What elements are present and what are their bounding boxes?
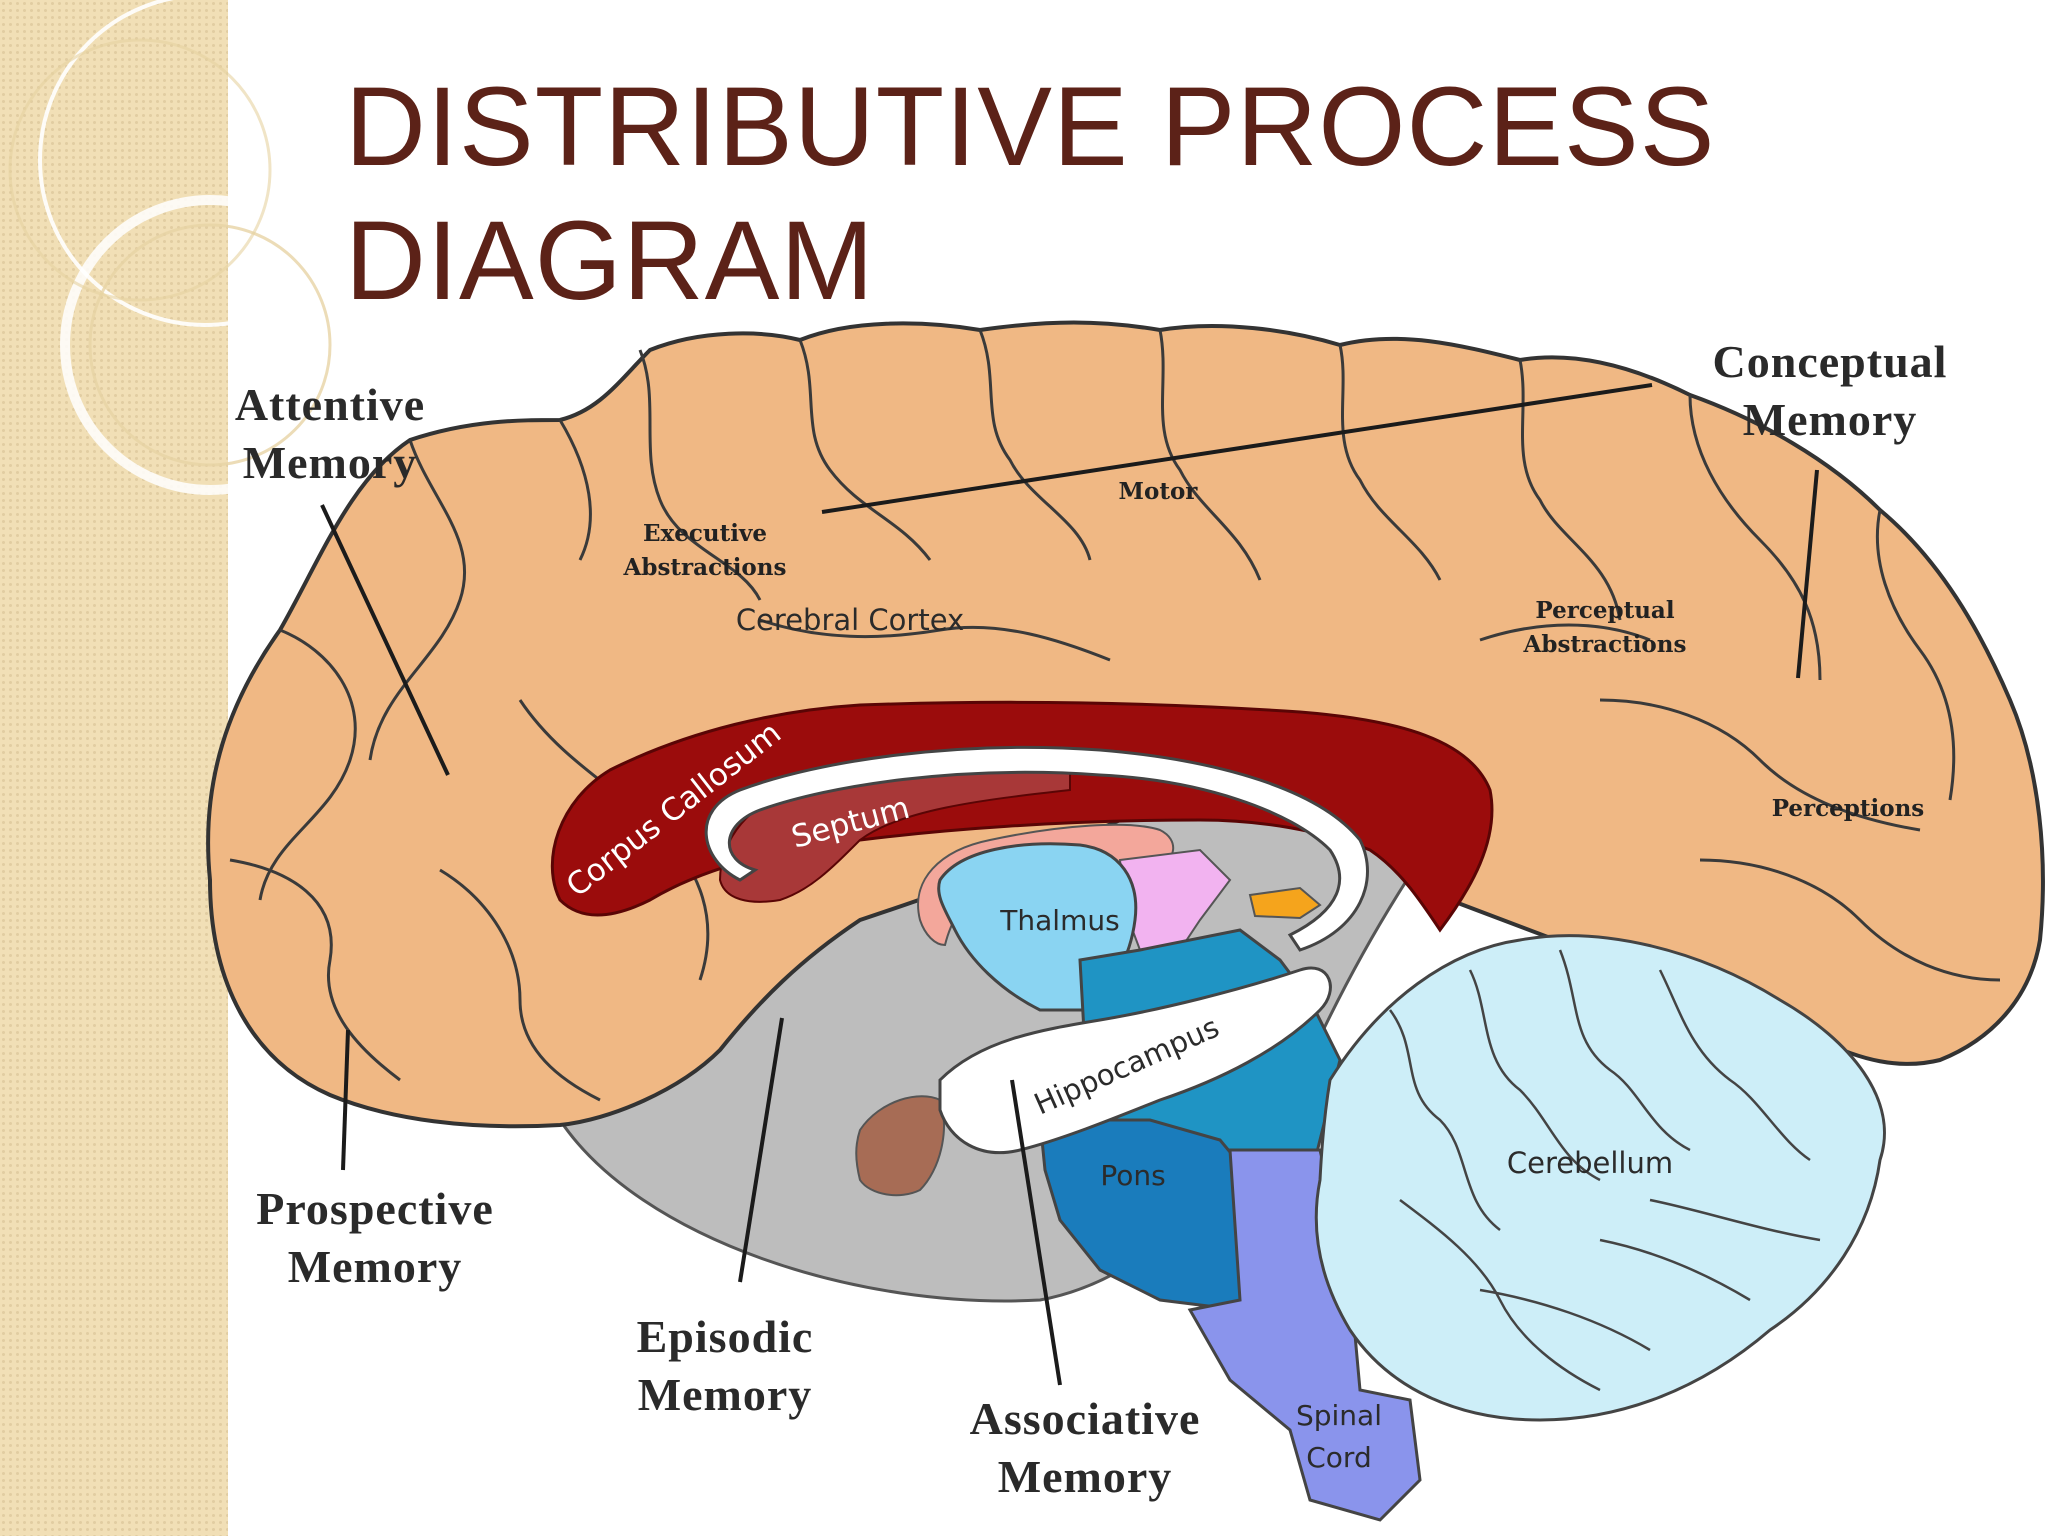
gyri-lines bbox=[229, 329, 2001, 1102]
cerebellum bbox=[1314, 934, 1886, 1422]
slide-title-line-1: DISTRIBUTIVE PROCESS bbox=[345, 64, 1716, 189]
annotation-attentive-memory: Attentive Memory bbox=[160, 376, 500, 492]
label-perceptual-abstractions-1: Perceptual bbox=[1535, 597, 1674, 624]
leader-attentive bbox=[320, 504, 450, 776]
annotation-episodic-line-1: Episodic bbox=[636, 1311, 814, 1362]
label-motor: Motor bbox=[1119, 478, 1199, 505]
slide-title: DISTRIBUTIVE PROCESS DIAGRAM bbox=[345, 60, 1715, 328]
amygdala-structure bbox=[855, 1095, 945, 1197]
annotation-associative-memory: Associative Memory bbox=[900, 1390, 1270, 1506]
annotation-episodic-memory: Episodic Memory bbox=[560, 1308, 890, 1424]
annotation-prospective-line-1: Prospective bbox=[256, 1183, 494, 1234]
cerebellum-folia bbox=[1388, 949, 1821, 1392]
pineal-structure bbox=[1248, 886, 1322, 920]
annotation-conceptual-line-1: Conceptual bbox=[1712, 336, 1948, 387]
leader-conceptual bbox=[821, 383, 1653, 514]
annotation-prospective-memory: Prospective Memory bbox=[185, 1180, 565, 1296]
leader-conceptual-right bbox=[1796, 469, 1819, 679]
annotation-associative-line-1: Associative bbox=[969, 1393, 1201, 1444]
label-cerebellum: Cerebellum bbox=[1507, 1146, 1673, 1180]
leader-episodic bbox=[738, 1017, 784, 1283]
fornix-arc bbox=[704, 745, 1369, 952]
annotation-prospective-line-2: Memory bbox=[287, 1241, 463, 1292]
leader-associative bbox=[1010, 1079, 1062, 1386]
annotation-associative-line-2: Memory bbox=[997, 1451, 1173, 1502]
label-spinal-cord-1: Spinal bbox=[1296, 1399, 1382, 1432]
annotation-attentive-line-1: Attentive bbox=[234, 379, 426, 430]
annotation-attentive-line-2: Memory bbox=[242, 437, 418, 488]
label-thalmus: Thalmus bbox=[999, 904, 1119, 937]
label-perceptual-abstractions-2: Abstractions bbox=[1523, 631, 1687, 658]
annotation-episodic-line-2: Memory bbox=[637, 1369, 813, 1420]
hippocampus bbox=[938, 966, 1332, 1155]
leader-prospective bbox=[341, 1029, 350, 1171]
annotation-conceptual-memory: Conceptual Memory bbox=[1640, 333, 2020, 449]
label-executive-abstractions-1: Executive bbox=[643, 520, 767, 547]
decorative-rings bbox=[8, 0, 372, 495]
label-spinal-cord-2: Cord bbox=[1306, 1441, 1371, 1474]
label-executive-abstractions-2: Abstractions bbox=[623, 554, 787, 581]
label-cerebral-cortex: Cerebral Cortex bbox=[736, 603, 964, 637]
leader-lines bbox=[320, 383, 1819, 1386]
label-pons: Pons bbox=[1100, 1159, 1165, 1192]
slide-side-band bbox=[0, 0, 228, 1536]
label-perceptions: Perceptions bbox=[1772, 795, 1925, 822]
annotation-conceptual-line-2: Memory bbox=[1742, 394, 1918, 445]
slide-title-line-2: DIAGRAM bbox=[345, 198, 875, 323]
